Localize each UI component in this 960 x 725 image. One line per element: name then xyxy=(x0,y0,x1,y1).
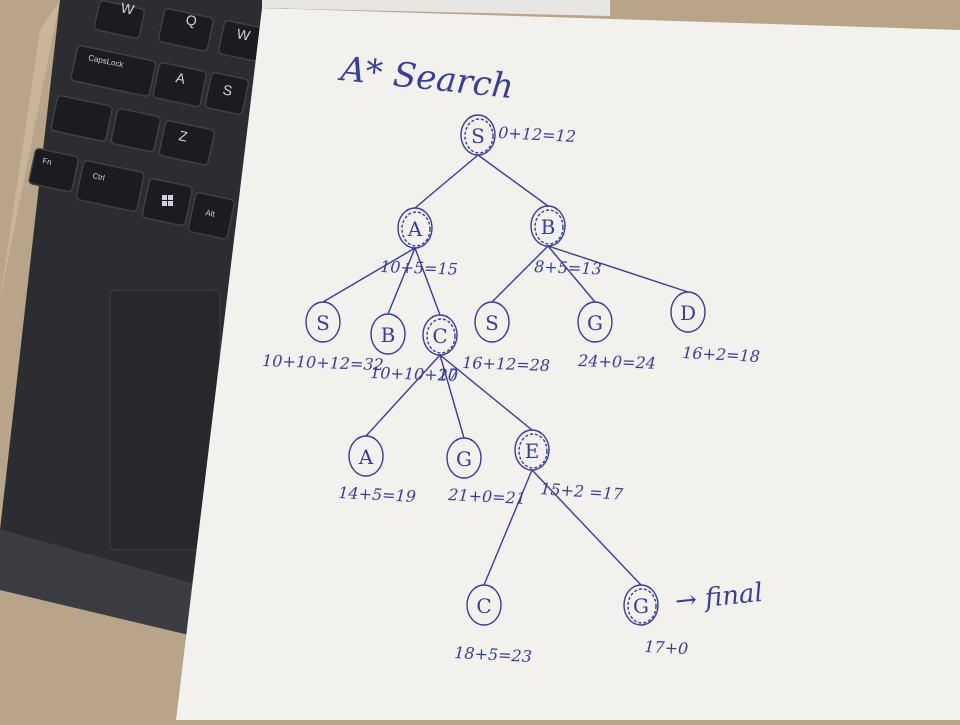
tree-edge xyxy=(483,469,533,586)
tree-node: G 21+0=21 xyxy=(446,437,527,508)
node-circle xyxy=(422,314,458,356)
key-w-glyph: W xyxy=(119,0,136,18)
key-q-glyph: Q xyxy=(184,11,198,29)
node-selected-scribble xyxy=(401,211,431,247)
tree-node: B 10+10+20 xyxy=(370,313,459,385)
key-alt-glyph: Alt xyxy=(205,208,217,219)
tree-edge xyxy=(439,354,465,439)
node-cost-label: 8+5=13 xyxy=(534,257,602,278)
node-circle xyxy=(623,584,659,626)
tree-edge xyxy=(414,247,441,316)
node-label: S xyxy=(316,311,330,335)
node-label: G xyxy=(587,311,603,335)
node-label: A xyxy=(407,217,423,241)
key-ctrl-glyph: Ctrl xyxy=(92,171,106,182)
node-label: C xyxy=(432,324,447,348)
tree-node: A 14+5=19 xyxy=(338,435,417,506)
node-label: C xyxy=(476,594,491,618)
tree-node: A 10+5=15 xyxy=(380,207,458,279)
windows-key-icon xyxy=(162,195,173,206)
tree-edges xyxy=(322,154,689,586)
node-label: G xyxy=(456,447,472,471)
node-cost-label: 24+0=24 xyxy=(577,351,656,373)
node-selected-scribble xyxy=(627,588,657,624)
node-circle xyxy=(577,301,613,343)
tree-edge xyxy=(387,247,416,315)
node-circle xyxy=(397,207,433,249)
node-circle xyxy=(370,313,406,355)
node-cost-label: 10+10+12=32 xyxy=(262,351,384,374)
node-circle xyxy=(670,291,706,333)
node-circle xyxy=(446,437,482,479)
node-cost-label: 10+10+20 xyxy=(370,363,459,385)
tree-edge xyxy=(414,154,479,209)
node-selected-scribble xyxy=(534,209,564,245)
tree-edge xyxy=(547,245,689,293)
node-circle xyxy=(305,301,341,343)
node-cost-label: 21+0=21 xyxy=(447,485,527,508)
node-label: B xyxy=(381,323,396,347)
tree-node: S 16+12=28 xyxy=(462,301,551,375)
tree-edge xyxy=(491,245,549,303)
key-a-glyph: A xyxy=(174,69,187,87)
tree-node: G 24+0=24 xyxy=(577,301,656,373)
node-selected-scribble xyxy=(464,118,494,154)
key-s-glyph: S xyxy=(221,81,233,99)
node-selected-scribble xyxy=(518,433,548,469)
node-cost-label: 16+12=28 xyxy=(462,353,551,375)
node-label: B xyxy=(541,215,556,239)
node-selected-scribble xyxy=(426,318,456,354)
node-label: D xyxy=(680,301,696,325)
node-circle xyxy=(530,205,566,247)
key-w2-glyph: W xyxy=(235,25,252,44)
key-fn-glyph: Fn xyxy=(42,156,53,167)
tree-edge xyxy=(477,154,549,207)
paper-sheet xyxy=(176,8,960,720)
tree-node: B 8+5=13 xyxy=(530,205,602,278)
key-z-glyph: Z xyxy=(177,127,189,145)
tree-edge xyxy=(439,354,533,431)
tree-node: S 0+12=12 xyxy=(460,114,577,156)
tree-edge xyxy=(547,245,596,303)
tree-edge xyxy=(322,247,416,303)
node-label: A xyxy=(358,445,374,469)
node-cost-label: 0+12=12 xyxy=(498,123,577,146)
node-circle xyxy=(466,584,502,626)
node-circle xyxy=(474,301,510,343)
node-cost-label: 14+5=19 xyxy=(338,483,417,506)
node-circle xyxy=(514,429,550,471)
node-circle xyxy=(348,435,384,477)
tree-node: C 18+5=23 xyxy=(454,584,533,666)
node-circle xyxy=(460,114,496,156)
node-cost-label: 17 xyxy=(438,365,459,384)
node-cost-label: 17+0 xyxy=(644,637,689,658)
node-label: E xyxy=(525,439,540,463)
node-cost-label: 16+2=18 xyxy=(682,343,761,366)
node-cost-label: 10+5=15 xyxy=(380,257,458,279)
node-label: S xyxy=(471,124,485,148)
node-cost-label: 18+5=23 xyxy=(454,643,533,666)
laptop-keyboard: W Q W A S Z CapsLock Ctrl Alt Fn xyxy=(0,0,290,640)
tree-edge xyxy=(531,469,642,586)
tree-node: G 17+0 xyxy=(623,584,689,658)
tree-node: S 10+10+12=32 xyxy=(262,301,384,374)
node-label: S xyxy=(485,311,499,335)
tree-node: D 16+2=18 xyxy=(670,291,761,366)
tree-node: C 17 xyxy=(422,314,459,384)
node-label: G xyxy=(633,594,649,618)
tree-edge xyxy=(365,354,441,437)
